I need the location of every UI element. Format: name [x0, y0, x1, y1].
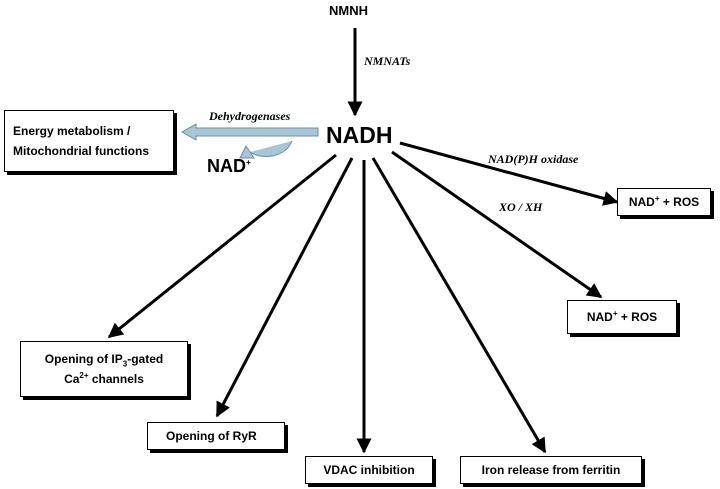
dehydrogenases-label: Dehydrogenases: [209, 109, 291, 123]
energy-metabolism-box: Energy metabolism / Mitochondrial functi…: [4, 110, 174, 172]
iron-release-box: Iron release from ferritin: [460, 456, 642, 484]
iron-text: Iron release from ferritin: [481, 462, 621, 477]
arrow-xo-xh: [391, 150, 603, 299]
vdac-text: VDAC inhibition: [323, 462, 415, 477]
arrow-iron: [371, 157, 547, 454]
ip3-channels-box: Opening of IP3-gated Ca2+ channels: [20, 341, 188, 397]
nad-plus-label: NAD+: [207, 156, 251, 176]
ryr-box: Opening of RyR: [147, 422, 285, 450]
xo-xh-label: XO / XH: [499, 200, 543, 214]
nadh-label: NADH: [326, 122, 393, 148]
nad-ros-box-2: NAD+ + ROS: [567, 300, 677, 334]
vdac-box: VDAC inhibition: [305, 456, 433, 484]
curved-arrow-to-nad: [239, 140, 293, 159]
arrow-ip3: [107, 153, 337, 339]
energy-line2: Mitochondrial functions: [13, 144, 149, 158]
ryr-text: Opening of RyR: [166, 428, 257, 443]
energy-line1: Energy metabolism /: [13, 123, 131, 138]
arrow-nadph-oxidase: [399, 141, 619, 206]
nadph-oxidase-label: NAD(P)H oxidase: [488, 152, 579, 166]
nmnh-label: NMNH: [329, 3, 368, 18]
arrow-dehydrogenases: [180, 123, 319, 141]
nad-ros-box-1: NAD+ + ROS: [617, 188, 711, 216]
nmnats-label: NMNATs: [364, 54, 411, 68]
arrow-ryr: [215, 157, 354, 418]
